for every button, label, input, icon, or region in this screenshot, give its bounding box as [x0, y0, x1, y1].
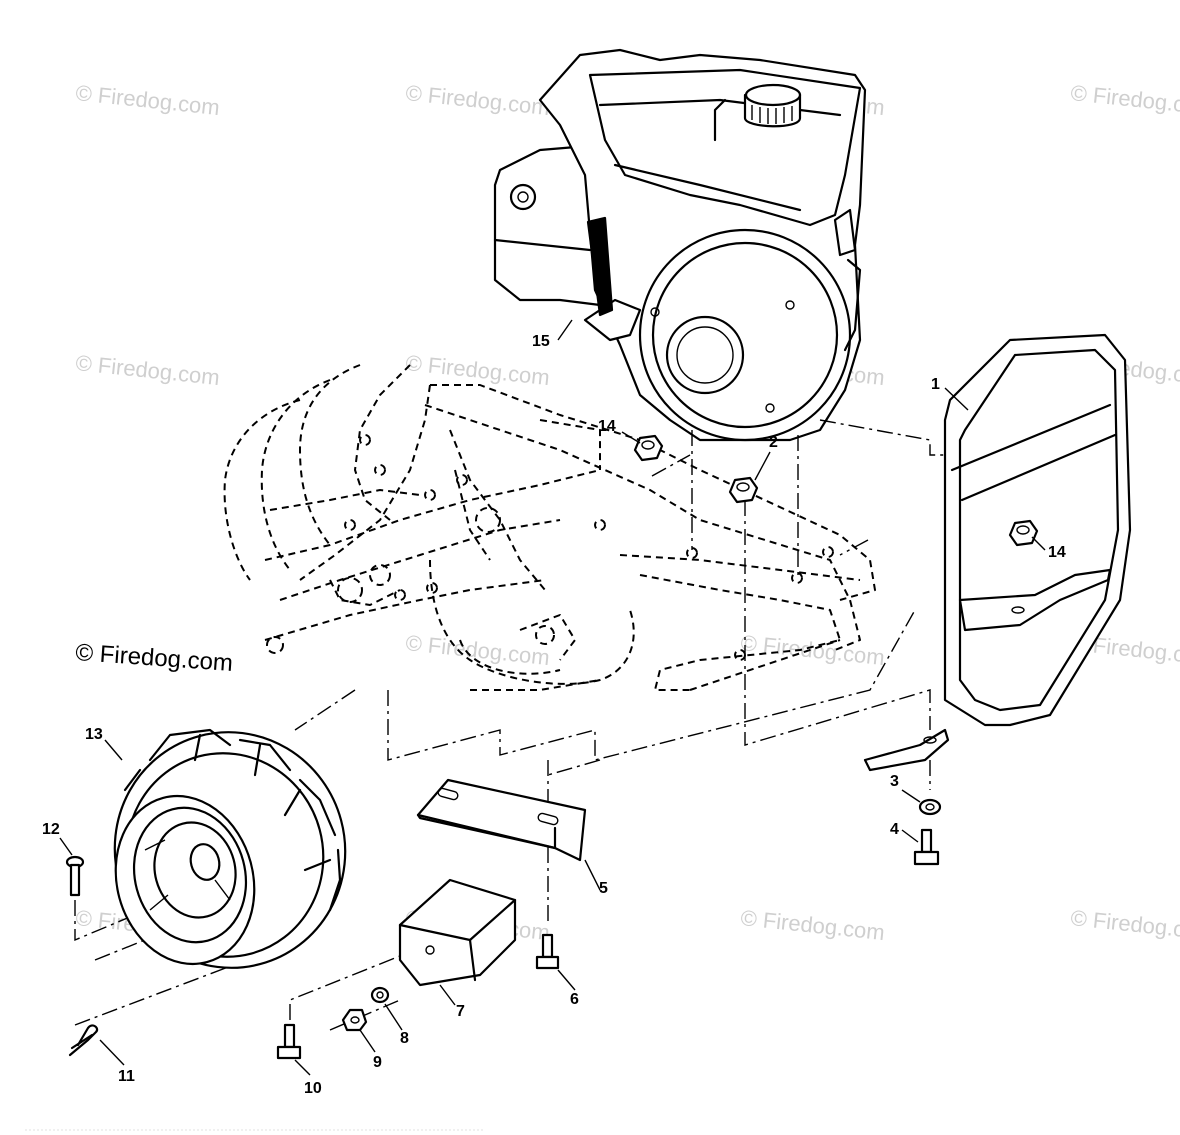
callout-14-upper: 14 [598, 418, 616, 435]
watermark: © Firedog.com [74, 350, 220, 390]
nut-9 [341, 1008, 368, 1032]
watermark: © Firedog.com [404, 350, 550, 390]
watermark: © Firedog.com [1069, 80, 1180, 120]
flange-nut-14-right [1008, 519, 1039, 547]
leader-lines [59, 319, 1046, 1076]
tiller-frame-ghost [223, 364, 876, 691]
callouts: 1 2 3 4 5 6 7 8 9 10 11 12 13 14 14 15 [42, 333, 1066, 1097]
watermark: © Firedog.com [1069, 905, 1180, 945]
bolt-4 [913, 828, 940, 866]
lock-washer-8 [370, 986, 390, 1004]
bolt-6 [535, 933, 560, 970]
watermark: © Firedog.com [739, 630, 885, 670]
bumper-guard [863, 333, 1132, 772]
engine-assembly [493, 48, 867, 442]
callout-5: 5 [599, 880, 608, 897]
wheel-tire [113, 728, 347, 969]
callout-12: 12 [42, 821, 60, 838]
copyright-label: © Firedog.com [75, 639, 234, 677]
callout-11: 11 [118, 1068, 135, 1085]
callout-4: 4 [890, 821, 899, 838]
weight-block [398, 878, 517, 987]
callout-3: 3 [890, 773, 899, 790]
callout-13: 13 [85, 726, 103, 743]
callout-7: 7 [456, 1003, 465, 1020]
washer-3 [918, 798, 942, 816]
bolt-10 [276, 1023, 302, 1060]
watermark: © Firedog.com [739, 905, 885, 945]
watermark: © Firedog.com [404, 80, 550, 120]
flange-nut-2 [728, 476, 759, 504]
callout-2: 2 [769, 434, 778, 451]
callout-1: 1 [931, 376, 940, 393]
callout-14-right: 14 [1048, 544, 1066, 561]
hardware [65, 434, 1039, 1060]
callout-9: 9 [373, 1054, 382, 1071]
mounting-bracket [416, 778, 587, 862]
callout-8: 8 [400, 1030, 409, 1047]
flange-nut-14-upper [633, 434, 664, 462]
hairpin-clip-11 [68, 1024, 99, 1057]
callout-15: 15 [532, 333, 550, 350]
watermark: © Firedog.com [74, 80, 220, 120]
callout-10: 10 [304, 1080, 322, 1097]
clevis-pin-12 [65, 855, 85, 897]
callout-6: 6 [570, 991, 579, 1008]
